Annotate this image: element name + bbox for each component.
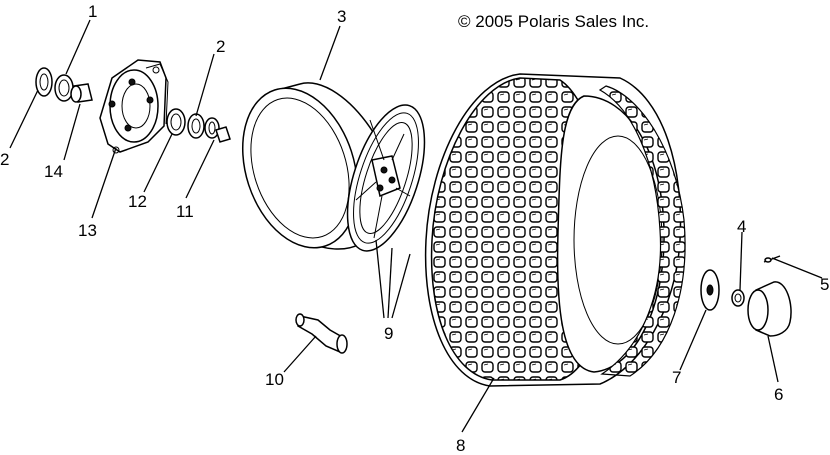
leader-lines bbox=[9, 19, 823, 433]
cotter-pin bbox=[763, 255, 781, 263]
callout-12: 12 bbox=[128, 192, 147, 211]
wheel-hub bbox=[99, 59, 169, 154]
callout-5: 5 bbox=[820, 275, 829, 294]
callout-10: 10 bbox=[265, 370, 284, 389]
copyright-text: © 2005 Polaris Sales Inc. bbox=[458, 12, 649, 31]
bearing-left bbox=[54, 74, 74, 102]
bearing-12 bbox=[166, 108, 186, 136]
callout-3: 3 bbox=[337, 7, 346, 26]
wheel-rim bbox=[241, 82, 426, 252]
callout-8: 8 bbox=[456, 436, 465, 455]
callout-4: 4 bbox=[737, 217, 746, 236]
hub-cap bbox=[747, 281, 792, 337]
washer bbox=[700, 269, 720, 311]
callout-14: 14 bbox=[44, 162, 63, 181]
callout-13: 13 bbox=[78, 221, 97, 240]
callout-9: 9 bbox=[384, 324, 393, 343]
callout-1: 1 bbox=[88, 2, 97, 21]
spacer-11 bbox=[215, 126, 231, 143]
callout-7: 7 bbox=[672, 368, 681, 387]
seal-right bbox=[187, 113, 220, 139]
callout-6: 6 bbox=[774, 385, 783, 404]
tire bbox=[424, 73, 686, 387]
seal-left bbox=[35, 67, 53, 97]
nut bbox=[731, 289, 745, 307]
callout-2-right: 2 bbox=[216, 37, 225, 56]
valve-stem bbox=[295, 313, 348, 354]
callout-11: 11 bbox=[176, 202, 194, 221]
callout-2-left: 2 bbox=[0, 150, 9, 169]
spacer-14 bbox=[70, 83, 93, 103]
